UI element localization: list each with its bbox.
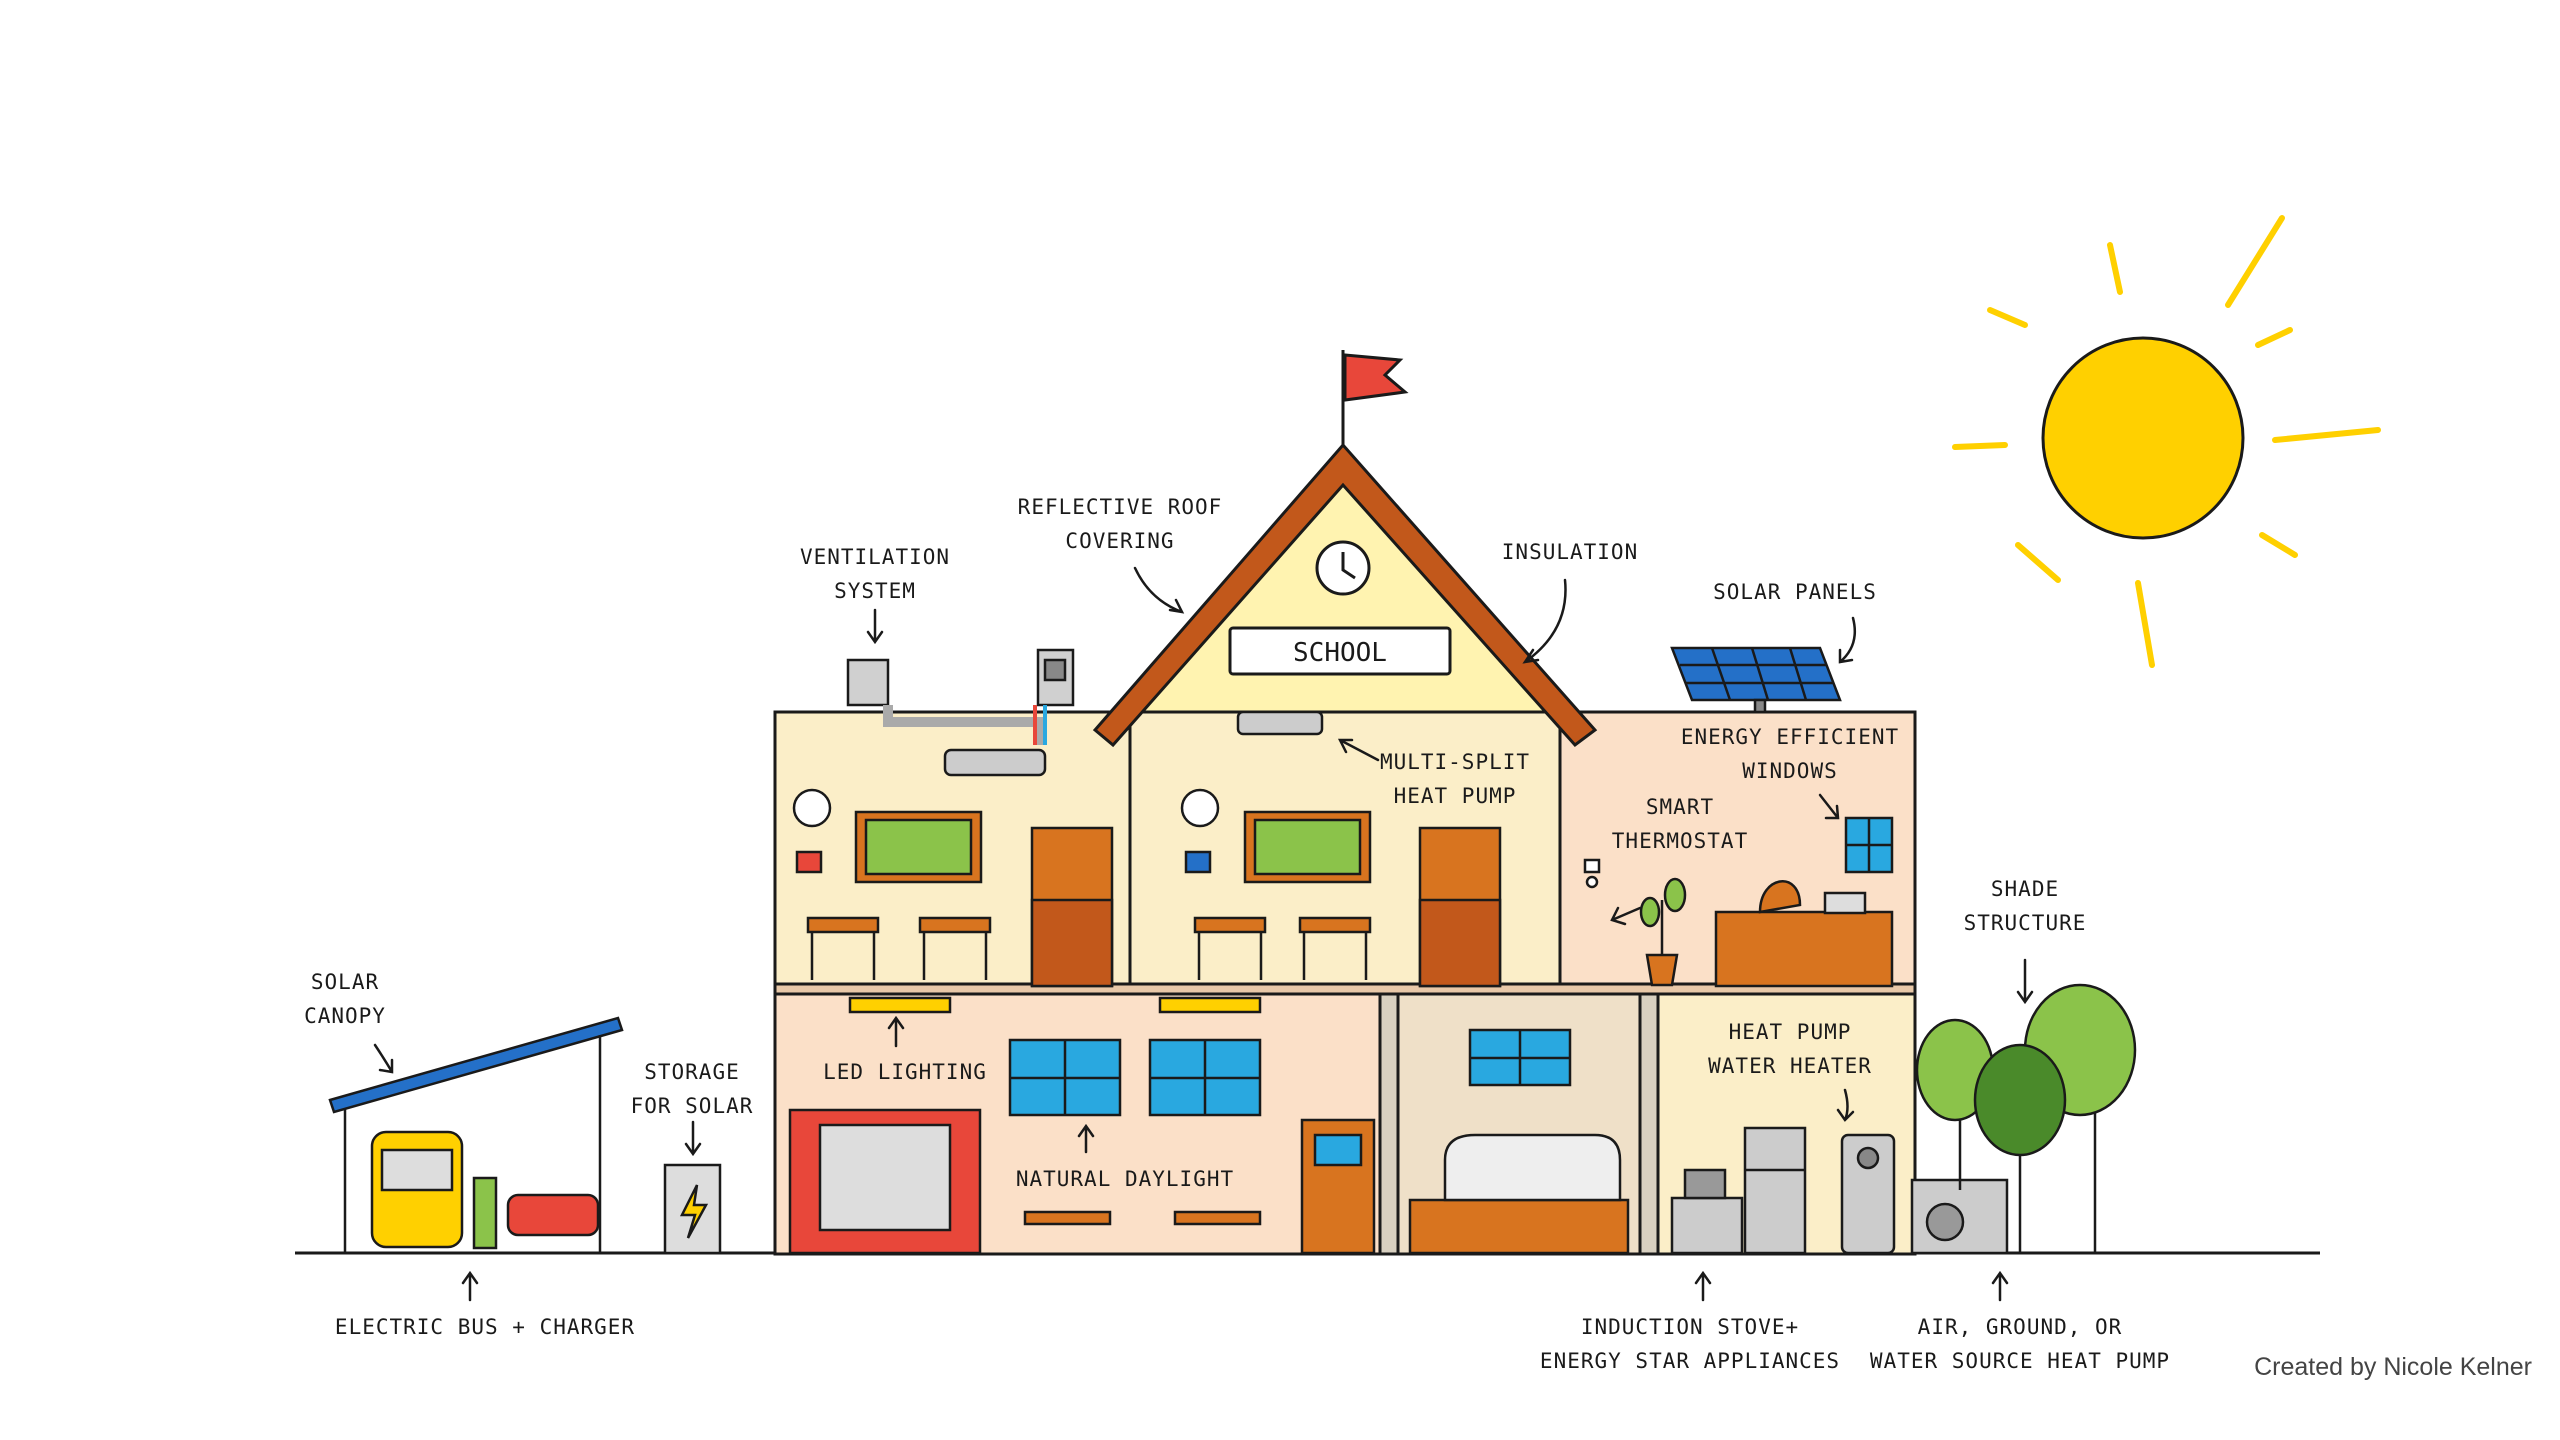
cafeteria [1408,1028,1630,1255]
label-insulation: INSULATION [1501,540,1639,564]
label-natural-daylight: NATURAL DAYLIGHT [1015,1167,1235,1191]
clock-icon [792,788,832,828]
flag [1343,353,1409,402]
school-sign-board [1228,626,1452,676]
heat-pump-water-heater [1840,1133,1896,1255]
credit-text: Created by Nicole Kelner [2254,1353,2532,1381]
food-counter [1408,1198,1630,1255]
office-desk [1714,910,1894,988]
ground-heat-pump [1910,1178,2009,1255]
ventilation-system [846,648,1075,777]
sun [1952,215,2381,668]
solar-panels [1670,646,1842,714]
induction-stove [1670,1196,1744,1255]
led-light [1158,996,1262,1014]
refrigerator [1743,1126,1807,1255]
label-electric-bus-charger: ELECTRIC BUS + CHARGER [334,1315,636,1339]
school-sign: SCHOOL [1293,638,1387,668]
arrows [373,566,2034,1302]
solar-canopy [328,1016,624,1253]
clock-icon [1180,788,1220,828]
shade-trees [1915,983,2137,1253]
kitchen [1670,1126,1896,1255]
smart-thermostat [1583,858,1601,874]
auditorium [788,996,1376,1255]
label-led-lighting: LED LIGHTING [823,1060,987,1084]
label-induction-stove: INDUCTION STOVE+ENERGY STAR APPLIANCES [1539,1315,1841,1373]
solar-storage [663,1163,722,1255]
electric-car [506,1193,600,1237]
led-light [848,996,952,1014]
charger [472,1176,498,1250]
classroom-left [792,788,1114,988]
multi-split-unit [1236,710,1324,736]
office [1583,816,1894,988]
plant [1645,953,1679,987]
desks [1193,916,1372,980]
classroom-middle [1180,788,1502,988]
label-solar-panels: SOLAR PANELS [1713,580,1877,604]
desks [806,916,992,980]
